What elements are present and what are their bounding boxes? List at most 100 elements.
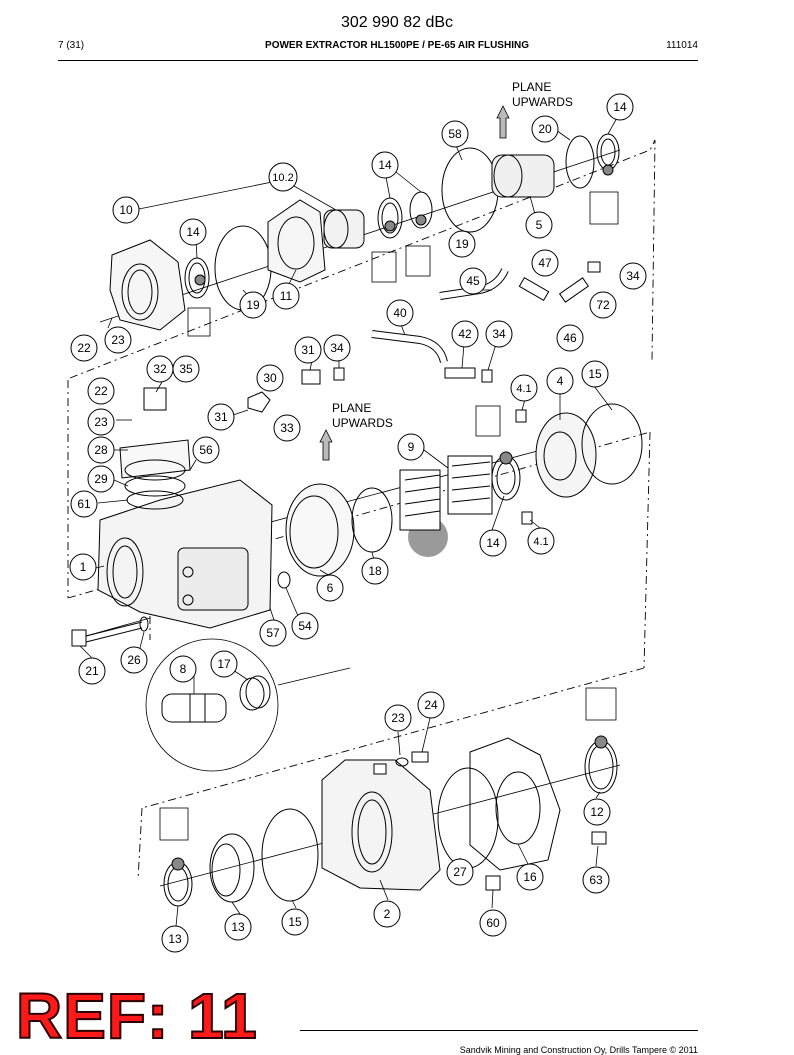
svg-text:46: 46 [563, 331, 577, 345]
callout: 30 [256, 364, 284, 392]
svg-text:56: 56 [199, 443, 213, 457]
callout: 54 [291, 612, 319, 640]
callout: 47 [531, 249, 559, 277]
callout: 10 [112, 196, 140, 224]
callout: 63 [582, 866, 610, 894]
callout: 29 [87, 465, 115, 493]
svg-text:22: 22 [94, 384, 108, 398]
callout: 17 [210, 650, 238, 678]
document-number: 302 990 82 dBc [340, 14, 454, 31]
svg-text:13: 13 [168, 932, 182, 946]
piston-array [399, 455, 493, 531]
svg-text:72: 72 [596, 298, 610, 312]
svg-text:32: 32 [153, 362, 167, 376]
svg-text:1: 1 [80, 560, 87, 574]
plane-upwards-arrow-top [496, 105, 510, 139]
svg-text:29: 29 [94, 472, 108, 486]
callout: 1 [69, 553, 97, 581]
detail-inset-squares [159, 191, 619, 841]
svg-text:23: 23 [391, 711, 405, 725]
callout: 22 [70, 334, 98, 362]
document-date: 111014 [666, 40, 698, 51]
callout: 14 [179, 218, 207, 246]
callout: 56 [192, 436, 220, 464]
svg-text:42: 42 [458, 327, 472, 341]
header-rule [58, 60, 698, 61]
callout: 23 [104, 326, 132, 354]
ref-stamp: REF: 11 [15, 980, 258, 1052]
svg-text:47: 47 [538, 256, 552, 270]
callout: 23 [384, 704, 412, 732]
callout: 72 [589, 291, 617, 319]
callout: 16 [516, 863, 544, 891]
svg-text:40: 40 [393, 306, 407, 320]
callout: 2 [373, 900, 401, 928]
callout: 58 [441, 120, 469, 148]
svg-text:15: 15 [588, 367, 602, 381]
callout: 35 [172, 355, 200, 383]
svg-text:13: 13 [231, 920, 245, 934]
plane-label-mid-2: UPWARDS [332, 416, 393, 430]
plane-upwards-annotations: PLANE UPWARDS PLANE UPWARDS [332, 80, 573, 430]
callout: 24 [417, 691, 445, 719]
callout: 27 [446, 858, 474, 886]
callout: 21 [78, 657, 106, 685]
callout: 4 [546, 367, 574, 395]
svg-text:28: 28 [94, 443, 108, 457]
svg-text:23: 23 [94, 415, 108, 429]
page-number: 7 (31) [58, 40, 85, 51]
svg-text:34: 34 [492, 327, 506, 341]
callout: 19 [239, 291, 267, 319]
callout: 4.1 [527, 527, 555, 555]
svg-text:14: 14 [613, 100, 627, 114]
callout: 57 [259, 619, 287, 647]
callout: 13 [224, 913, 252, 941]
bottom-assembly [163, 735, 618, 907]
svg-text:57: 57 [266, 626, 280, 640]
svg-text:8: 8 [180, 662, 187, 676]
svg-text:6: 6 [327, 581, 334, 595]
callout: 22 [87, 377, 115, 405]
callout: 60 [479, 909, 507, 937]
svg-text:34: 34 [330, 341, 344, 355]
callout: 34 [485, 320, 513, 348]
callout: 18 [361, 557, 389, 585]
top-assembly [109, 133, 620, 331]
svg-text:19: 19 [455, 237, 469, 251]
callout: 11 [272, 282, 300, 310]
svg-text:14: 14 [378, 158, 392, 172]
callout: 6 [316, 574, 344, 602]
svg-text:27: 27 [453, 865, 467, 879]
svg-text:60: 60 [486, 916, 500, 930]
svg-text:23: 23 [111, 333, 125, 347]
plane-label-mid-1: PLANE [332, 401, 371, 415]
callout: 15 [581, 360, 609, 388]
svg-text:26: 26 [127, 653, 141, 667]
callout: 32 [146, 355, 174, 383]
svg-text:58: 58 [448, 127, 462, 141]
svg-text:54: 54 [298, 619, 312, 633]
callout: 26 [120, 646, 148, 674]
callout: 34 [619, 262, 647, 290]
svg-text:61: 61 [77, 497, 91, 511]
callout: 34 [323, 334, 351, 362]
svg-text:35: 35 [179, 362, 193, 376]
callout: 12 [583, 798, 611, 826]
svg-text:34: 34 [626, 269, 640, 283]
callout: 14 [371, 151, 399, 179]
svg-text:19: 19 [246, 298, 260, 312]
callout: 9 [397, 433, 425, 461]
svg-text:11: 11 [280, 289, 293, 303]
svg-text:33: 33 [280, 421, 294, 435]
callout: 14 [479, 529, 507, 557]
callout: 40 [386, 299, 414, 327]
svg-text:31: 31 [214, 410, 228, 424]
svg-text:18: 18 [368, 564, 382, 578]
svg-text:15: 15 [288, 915, 302, 929]
svg-text:30: 30 [263, 371, 277, 385]
svg-text:16: 16 [523, 870, 537, 884]
svg-text:12: 12 [590, 805, 604, 819]
svg-text:5: 5 [536, 218, 543, 232]
callout: 33 [273, 414, 301, 442]
